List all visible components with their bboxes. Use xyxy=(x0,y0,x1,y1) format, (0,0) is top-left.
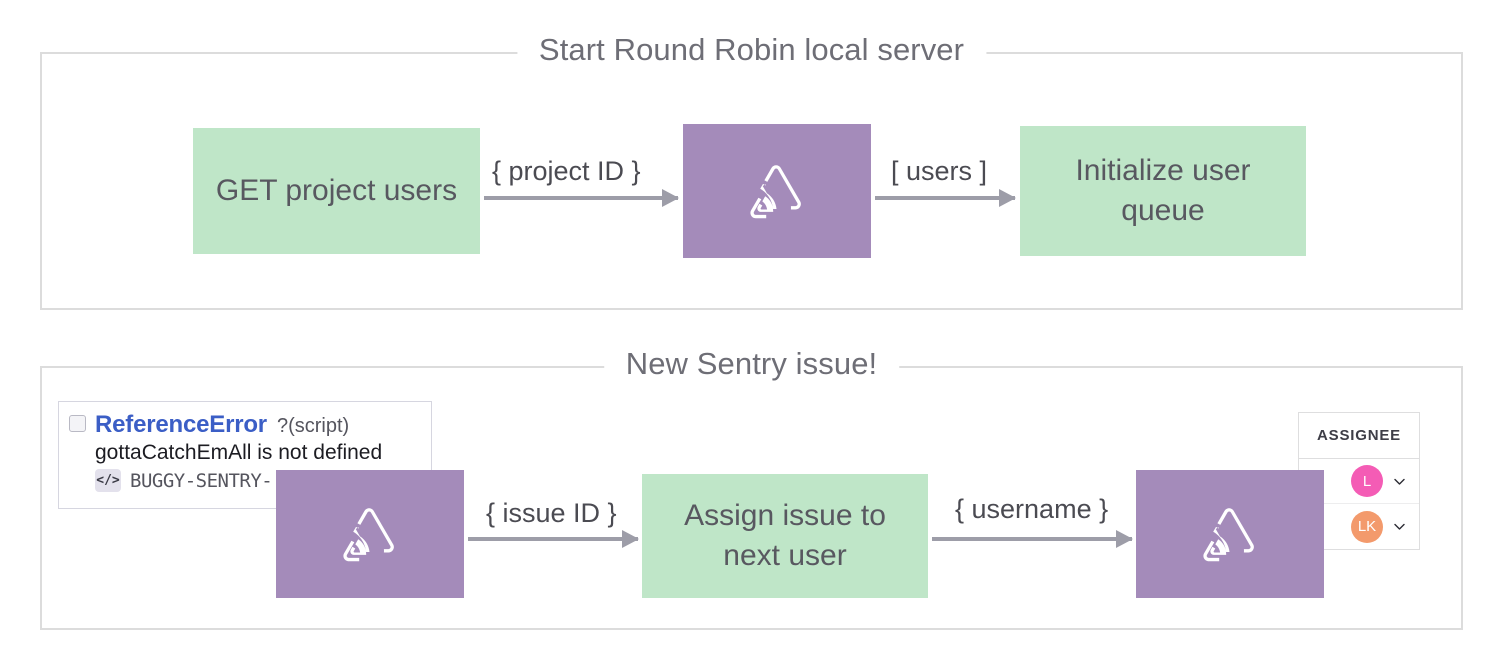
sentry-logo-icon xyxy=(744,161,810,221)
arrow-label-username: { username } xyxy=(955,494,1109,524)
sentry-issue-card[interactable]: ReferenceError ?(script) gottaCatchEmAll… xyxy=(58,401,432,509)
panel-title-server: Start Round Robin local server xyxy=(516,32,987,68)
issue-error-type-link[interactable]: ReferenceError xyxy=(95,411,267,438)
node-assign-issue-to-next-user[interactable]: Assign issue to next user xyxy=(642,474,928,598)
sentry-logo-icon xyxy=(337,504,403,564)
node-label: Initialize user queue xyxy=(1075,153,1251,228)
assignee-row[interactable]: L xyxy=(1299,459,1419,504)
issue-meta-row: </> BUGGY-SENTRY- xyxy=(95,469,419,492)
chevron-down-icon[interactable] xyxy=(1393,520,1406,533)
node-label: GET project users xyxy=(215,173,458,207)
arrow-label-users: [ users ] xyxy=(891,156,988,186)
issue-message: gottaCatchEmAll is not defined xyxy=(95,441,383,464)
arrow-label-issue-id: { issue ID } xyxy=(486,498,617,528)
code-icon: </> xyxy=(95,469,121,492)
arrow-issue-id xyxy=(468,537,638,541)
node-sentry-server[interactable] xyxy=(683,124,871,258)
issue-title-line: ReferenceError ?(script) xyxy=(95,411,419,439)
issue-card-top-row: ReferenceError ?(script) gottaCatchEmAll… xyxy=(69,411,419,492)
panel-title-issue: New Sentry issue! xyxy=(603,346,900,382)
arrow-project-id xyxy=(484,196,678,200)
chevron-down-icon[interactable] xyxy=(1393,475,1406,488)
arrow-username xyxy=(932,537,1132,541)
node-sentry-issue-target[interactable] xyxy=(1136,470,1324,598)
assignee-row[interactable]: LK xyxy=(1299,504,1419,549)
issue-select-checkbox[interactable] xyxy=(69,415,86,432)
issue-short-id: BUGGY-SENTRY- xyxy=(130,469,273,492)
issue-culprit: ?(script) xyxy=(276,415,350,437)
arrow-users xyxy=(875,196,1015,200)
avatar[interactable]: LK xyxy=(1351,510,1383,543)
node-label: Assign issue to next user xyxy=(684,498,886,573)
node-initialize-user-queue[interactable]: Initialize user queue xyxy=(1020,126,1306,256)
node-sentry-issue-source[interactable] xyxy=(276,470,464,598)
issue-card-text: ReferenceError ?(script) gottaCatchEmAll… xyxy=(95,411,419,492)
assignee-column-header: ASSIGNEE xyxy=(1299,413,1419,459)
sentry-logo-icon xyxy=(1197,504,1263,564)
avatar[interactable]: L xyxy=(1351,465,1383,497)
arrow-label-project-id: { project ID } xyxy=(492,156,641,186)
node-get-project-users[interactable]: GET project users xyxy=(193,128,480,254)
